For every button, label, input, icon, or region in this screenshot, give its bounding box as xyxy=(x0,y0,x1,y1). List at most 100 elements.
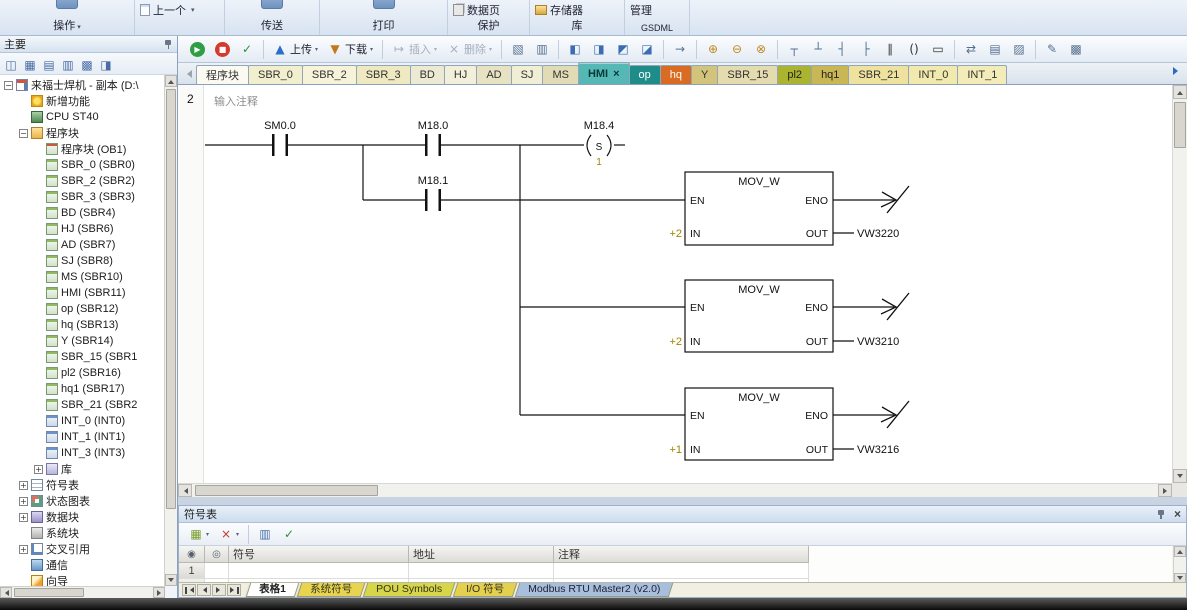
run-button[interactable]: ▶ xyxy=(186,38,209,60)
collapse-icon[interactable]: − xyxy=(4,80,13,90)
bookmark-clear-button[interactable]: ◪ xyxy=(636,38,658,60)
symbol-sheet-tab[interactable]: 系统符号 xyxy=(296,582,366,597)
tree-item[interactable]: −来福士焊机 - 副本 (D:\ xyxy=(0,77,165,93)
comment-cell[interactable] xyxy=(554,579,809,584)
address-cell[interactable] xyxy=(409,563,554,579)
insert-box-button[interactable]: ▭ xyxy=(927,38,949,60)
mov-w-box-1[interactable]: MOV_W EN ENO IN OUT +2 VW3220 xyxy=(669,171,910,246)
tab-scroll-right-button[interactable] xyxy=(1169,63,1184,79)
bookmark-toggle-button[interactable]: ◧ xyxy=(564,38,586,60)
force-button[interactable]: ⊕ xyxy=(702,38,724,60)
scrollbar-thumb[interactable] xyxy=(14,588,84,597)
scrollbar-thumb[interactable] xyxy=(166,89,176,509)
tree-item[interactable]: hq1 (SBR17) xyxy=(0,381,165,397)
transfer-button[interactable]: 传送 xyxy=(225,17,319,33)
compile-button[interactable]: ✓ xyxy=(236,38,258,60)
print-button[interactable]: 打印 xyxy=(320,17,447,33)
insert-coil-button[interactable]: () xyxy=(903,38,925,60)
tree-item[interactable]: AD (SBR7) xyxy=(0,237,165,253)
library-button[interactable]: 库 xyxy=(530,17,624,33)
symbol-sheet-tab[interactable]: 表格1 xyxy=(245,582,300,597)
tree-item[interactable]: MS (SBR10) xyxy=(0,269,165,285)
pou-tab[interactable]: SBR_15 xyxy=(717,65,779,84)
network-comment[interactable]: 输入注释 xyxy=(214,96,258,108)
pou-tab[interactable]: Y xyxy=(691,65,719,84)
symbol-column-header[interactable]: 符号 xyxy=(229,546,409,563)
expand-icon[interactable]: + xyxy=(19,496,28,506)
download-button[interactable]: ▼下载▾ xyxy=(324,38,377,60)
verify-symbols-button[interactable]: ✓ xyxy=(278,523,300,545)
tree-item[interactable]: 系统块 xyxy=(0,525,165,541)
line-down-button[interactable]: ┬ xyxy=(783,38,805,60)
tree-item[interactable]: pl2 (SBR16) xyxy=(0,365,165,381)
pou-tab[interactable]: HJ xyxy=(443,65,478,84)
tree-item[interactable]: BD (SBR4) xyxy=(0,205,165,221)
symbol-table-row[interactable] xyxy=(179,579,1172,584)
bookmark-prev-button[interactable]: ◩ xyxy=(612,38,634,60)
data-page-button[interactable]: 数据页 xyxy=(453,2,500,18)
pou-tab[interactable]: AD xyxy=(476,65,512,84)
pou-tab[interactable]: BD xyxy=(409,65,445,84)
tree-item[interactable]: 向导 xyxy=(0,573,165,586)
tree-item[interactable]: HMI (SBR11) xyxy=(0,285,165,301)
address-cell[interactable] xyxy=(409,579,554,584)
protect-button[interactable]: 保护 xyxy=(448,17,529,33)
project-view-icon[interactable]: ◫ xyxy=(5,57,17,72)
data-block-view-icon[interactable]: ▥ xyxy=(62,57,74,72)
pou-tab[interactable]: SBR_2 xyxy=(301,65,357,84)
insert-symbol-button[interactable]: ▦▾ xyxy=(185,523,213,545)
line-right-button[interactable]: ├ xyxy=(855,38,877,60)
previous-button[interactable]: 上一个 ▾ xyxy=(140,2,195,18)
pin-icon[interactable] xyxy=(163,39,173,50)
program-status-button[interactable]: ▧ xyxy=(507,38,529,60)
tree-item[interactable]: +数据块 xyxy=(0,509,165,525)
address-column-header[interactable]: 地址 xyxy=(409,546,554,563)
expand-icon[interactable]: + xyxy=(19,544,28,554)
communication-view-icon[interactable]: ◨ xyxy=(100,57,112,72)
tree-item[interactable]: INT_3 (INT3) xyxy=(0,445,165,461)
last-tab-button[interactable] xyxy=(227,584,241,596)
first-tab-button[interactable] xyxy=(182,584,196,596)
tree-horizontal-scrollbar[interactable] xyxy=(0,586,165,598)
contact-m18-0[interactable]: M18.0 xyxy=(418,120,449,156)
expand-icon[interactable]: + xyxy=(19,512,28,522)
tree-item[interactable]: 程序块 (OB1) xyxy=(0,141,165,157)
scroll-up-button[interactable] xyxy=(165,75,177,87)
chart-status-button[interactable]: ▥ xyxy=(531,38,553,60)
scroll-up-button[interactable] xyxy=(1174,546,1186,557)
tree-item[interactable]: INT_1 (INT1) xyxy=(0,429,165,445)
row-indicator-column-header[interactable]: ◉ xyxy=(179,546,205,563)
pou-tab[interactable]: SJ xyxy=(510,65,544,84)
stop-button[interactable]: ■ xyxy=(211,38,234,60)
scroll-left-button[interactable] xyxy=(0,587,12,598)
tree-item[interactable]: +状态图表 xyxy=(0,493,165,509)
tree-item[interactable]: op (SBR12) xyxy=(0,301,165,317)
ladder-editor[interactable]: 2 输入注释 SM0.0 xyxy=(178,85,1172,483)
protection-button[interactable]: ▩ xyxy=(1065,38,1087,60)
symbol-table-view-icon[interactable]: ▦ xyxy=(24,57,36,72)
tree-item[interactable]: +符号表 xyxy=(0,477,165,493)
tree-item[interactable]: SBR_3 (SBR3) xyxy=(0,189,165,205)
scroll-up-button[interactable] xyxy=(1173,85,1187,99)
constant-view-button[interactable]: ▨ xyxy=(1008,38,1030,60)
operate-menu-button[interactable]: 操作▾ xyxy=(0,17,134,33)
scroll-left-button[interactable] xyxy=(178,484,192,497)
status-chart-view-icon[interactable]: ▤ xyxy=(43,57,55,72)
tree-item[interactable]: Y (SBR14) xyxy=(0,333,165,349)
memory-button[interactable]: 存储器 xyxy=(535,2,583,18)
comment-cell[interactable] xyxy=(554,563,809,579)
pou-tab[interactable]: hq xyxy=(659,65,693,84)
pou-tab[interactable]: INT_1 xyxy=(957,65,1008,84)
pou-tab[interactable]: SBR_0 xyxy=(248,65,303,84)
bookmark-next-button[interactable]: ◨ xyxy=(588,38,610,60)
pou-tab[interactable]: pl2 xyxy=(777,65,813,84)
force-read-button[interactable]: ⊗ xyxy=(750,38,772,60)
prev-tab-button[interactable] xyxy=(197,584,211,596)
next-tab-button[interactable] xyxy=(212,584,226,596)
pou-tab[interactable]: HMI× xyxy=(577,62,630,84)
symbol-indicator-cell[interactable] xyxy=(205,579,229,584)
symbol-cell[interactable] xyxy=(229,579,409,584)
tab-scroll-left-button[interactable] xyxy=(180,66,195,82)
pou-tab[interactable]: 程序块 xyxy=(196,65,249,84)
tree-item[interactable]: SBR_21 (SBR2 xyxy=(0,397,165,413)
